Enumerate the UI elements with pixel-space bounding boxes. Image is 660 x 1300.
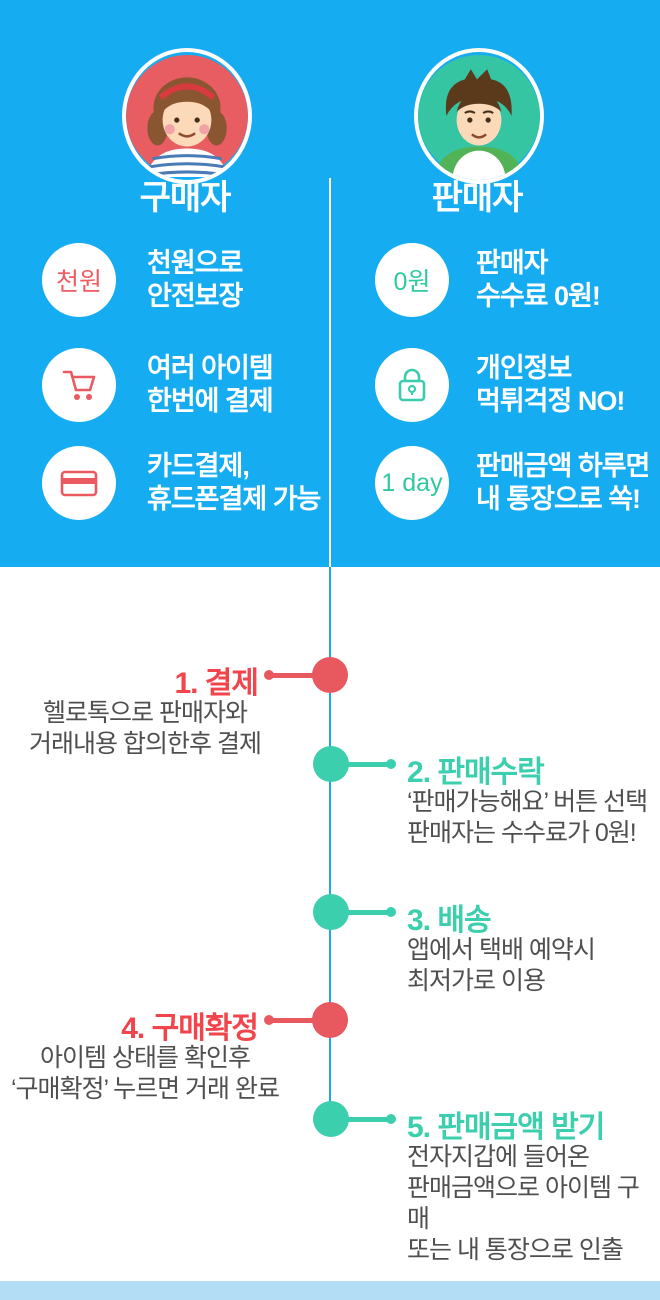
- timeline-connector-dot-1: [264, 670, 274, 680]
- step-5-desc-line-1: 전자지갑에 들어온: [407, 1143, 590, 1171]
- step-1-desc-line-2: 거래내용 합의한후 결제: [29, 730, 262, 758]
- seller-feature-2-line-1: 개인정보: [476, 353, 572, 383]
- seller-avatar-illustration: [418, 55, 540, 180]
- buyer-feature-text-1: 천원으로 안전보장: [147, 247, 243, 313]
- step-5-description: 전자지갑에 들어온 판매금액으로 아이템 구매 또는 내 통장으로 인출: [407, 1142, 660, 1266]
- step-3-description: 앱에서 택배 예약시 최저가로 이용: [407, 935, 596, 997]
- timeline-vertical-line: [329, 567, 331, 1119]
- timeline-connector-dot-3: [386, 907, 396, 917]
- seller-title: 판매자: [431, 179, 524, 217]
- buyer-avatar: [122, 48, 252, 184]
- step-4-desc-line-1: 아이템 상태를 확인후: [40, 1044, 251, 1072]
- seller-feature-text-3: 판매금액 하루면 내 통장으로 쏙!: [476, 450, 650, 516]
- card-icon: [60, 470, 98, 497]
- bottom-bar: [0, 1281, 660, 1300]
- step-1-label: 1. 결제: [174, 667, 259, 700]
- timeline-connector-1: [270, 673, 330, 678]
- timeline-connector-5: [331, 1117, 391, 1122]
- step-5-desc-line-3: 또는 내 통장으로 인출: [407, 1236, 624, 1264]
- step-3-desc-line-2: 최저가로 이용: [407, 967, 546, 995]
- step-4-description: 아이템 상태를 확인후 ‘구매확정’ 누르면 거래 완료: [10, 1043, 280, 1105]
- step-2-desc-line-1: ‘판매가능해요’ 버튼 선택: [407, 788, 648, 816]
- buyer-feature-3-line-2: 휴드폰결제 가능: [147, 484, 321, 514]
- top-section: 구매자 판매자 천원 천원으로 안전보장 여러 아이템 한번에 결제: [0, 0, 660, 567]
- step-3-desc-line-1: 앱에서 택배 예약시: [407, 936, 596, 964]
- seller-feature-badge-0won: 0원: [375, 243, 449, 317]
- buyer-avatar-illustration: [126, 55, 248, 177]
- step-4-desc-line-2: ‘구매확정’ 누르면 거래 완료: [10, 1075, 280, 1103]
- seller-avatar: [414, 48, 544, 184]
- step-4-label: 4. 구매확정: [121, 1012, 259, 1045]
- buyer-feature-2-line-2: 한번에 결제: [147, 386, 274, 416]
- timeline-connector-4: [270, 1018, 330, 1023]
- step-5-desc-line-2: 판매금액으로 아이템 구매: [407, 1174, 640, 1233]
- seller-feature-badge-1day: 1 day: [375, 446, 449, 520]
- timeline-connector-2: [331, 762, 391, 767]
- timeline-connector-dot-5: [386, 1114, 396, 1124]
- buyer-feature-badge-1000won: 천원: [42, 243, 116, 317]
- badge-1day: 1 day: [381, 468, 443, 497]
- badge-1000won: 천원: [55, 268, 102, 296]
- timeline-connector-3: [331, 910, 391, 915]
- seller-feature-icon-lock: [375, 348, 449, 422]
- buyer-feature-text-2: 여러 아이템 한번에 결제: [147, 352, 274, 418]
- step-1-desc-line-1: 헬로톡으로 판매자와: [43, 699, 248, 727]
- buyer-feature-3-line-1: 카드결제,: [147, 451, 250, 481]
- seller-feature-1-line-2: 수수료 0원!: [476, 281, 601, 311]
- seller-feature-2-line-2: 먹튀걱정 NO!: [476, 386, 625, 416]
- seller-feature-1-line-1: 판매자: [476, 248, 549, 278]
- badge-0won: 0원: [393, 268, 431, 296]
- buyer-feature-text-3: 카드결제, 휴드폰결제 가능: [147, 450, 321, 516]
- buyer-title: 구매자: [139, 179, 232, 217]
- seller-feature-text-1: 판매자 수수료 0원!: [476, 247, 601, 313]
- step-2-desc-line-2: 판매자는 수수료가 0원!: [407, 819, 637, 847]
- step-5-label: 5. 판매금액 받기: [407, 1111, 605, 1144]
- seller-feature-3-line-2: 내 통장으로 쏙!: [476, 484, 641, 514]
- buyer-feature-2-line-1: 여러 아이템: [147, 353, 274, 383]
- buyer-feature-1-line-1: 천원으로: [147, 248, 243, 278]
- column-divider: [329, 178, 331, 567]
- buyer-feature-1-line-2: 안전보장: [147, 281, 243, 311]
- buyer-feature-icon-cart: [42, 348, 116, 422]
- cart-icon: [62, 370, 96, 400]
- timeline-connector-dot-4: [264, 1015, 274, 1025]
- buyer-feature-icon-card: [42, 446, 116, 520]
- seller-feature-text-2: 개인정보 먹튀걱정 NO!: [476, 352, 625, 418]
- step-3-label: 3. 배송: [407, 904, 492, 937]
- step-1-description: 헬로톡으로 판매자와 거래내용 합의한후 결제: [25, 698, 265, 760]
- step-2-description: ‘판매가능해요’ 버튼 선택 판매자는 수수료가 0원!: [407, 787, 648, 849]
- step-2-label: 2. 판매수락: [407, 756, 545, 789]
- lock-icon: [398, 368, 426, 402]
- timeline-connector-dot-2: [386, 759, 396, 769]
- seller-feature-3-line-1: 판매금액 하루면: [476, 451, 650, 481]
